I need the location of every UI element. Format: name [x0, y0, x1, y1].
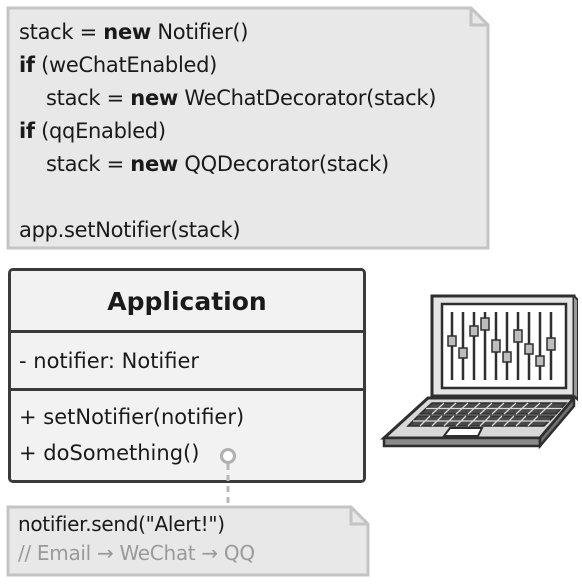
code-line: [19, 181, 436, 214]
code-text: stack =: [46, 86, 131, 110]
class-fields: - notifier: Notifier: [11, 333, 363, 391]
code-line: if (weChatEnabled): [19, 49, 436, 82]
code-keyword: new: [103, 20, 151, 44]
code-keyword: new: [130, 86, 178, 110]
laptop-icon: [380, 294, 578, 450]
code-text: WeChatDecorator(stack): [178, 86, 437, 110]
code-keyword: if: [19, 119, 35, 143]
method-do-something: + doSomething(): [19, 441, 200, 465]
code-text: app.setNotifier(stack): [19, 218, 241, 242]
code-line: stack = new QQDecorator(stack): [19, 148, 436, 181]
code-keyword: if: [19, 53, 35, 77]
note-connector: [220, 448, 236, 506]
method-set-notifier: + setNotifier(notifier): [19, 405, 245, 429]
code-line: stack = new Notifier(): [19, 16, 436, 49]
application-class: Application - notifier: Notifier + setNo…: [8, 268, 366, 483]
code-block: stack = new Notifier()if (weChatEnabled)…: [19, 16, 436, 247]
code-text: stack =: [19, 20, 104, 44]
code-text: QQDecorator(stack): [178, 152, 389, 176]
code-note-bottom: notifier.send("Alert!") // Email → WeCha…: [6, 505, 370, 577]
field-notifier: - notifier: Notifier: [19, 349, 200, 373]
note-frame: [6, 505, 370, 577]
code-comment: // Email → WeChat → QQ: [18, 541, 255, 565]
code-text: (qqEnabled): [34, 119, 166, 143]
code-line: app.setNotifier(stack): [19, 214, 436, 247]
code-keyword: new: [130, 152, 178, 176]
code-block: notifier.send("Alert!") // Email → WeCha…: [18, 510, 255, 568]
code-line: if (qqEnabled): [19, 115, 436, 148]
class-name: Application: [11, 271, 363, 333]
note-frame: [6, 6, 490, 250]
code-note-top: stack = new Notifier()if (weChatEnabled)…: [6, 6, 490, 250]
code-text: (weChatEnabled): [34, 53, 218, 77]
code-text: stack =: [46, 152, 131, 176]
class-methods: + setNotifier(notifier) + doSomething(): [11, 391, 363, 480]
code-text: Notifier(): [151, 20, 249, 44]
code-line: stack = new WeChatDecorator(stack): [19, 82, 436, 115]
send-call: notifier.send("Alert!"): [18, 512, 225, 536]
